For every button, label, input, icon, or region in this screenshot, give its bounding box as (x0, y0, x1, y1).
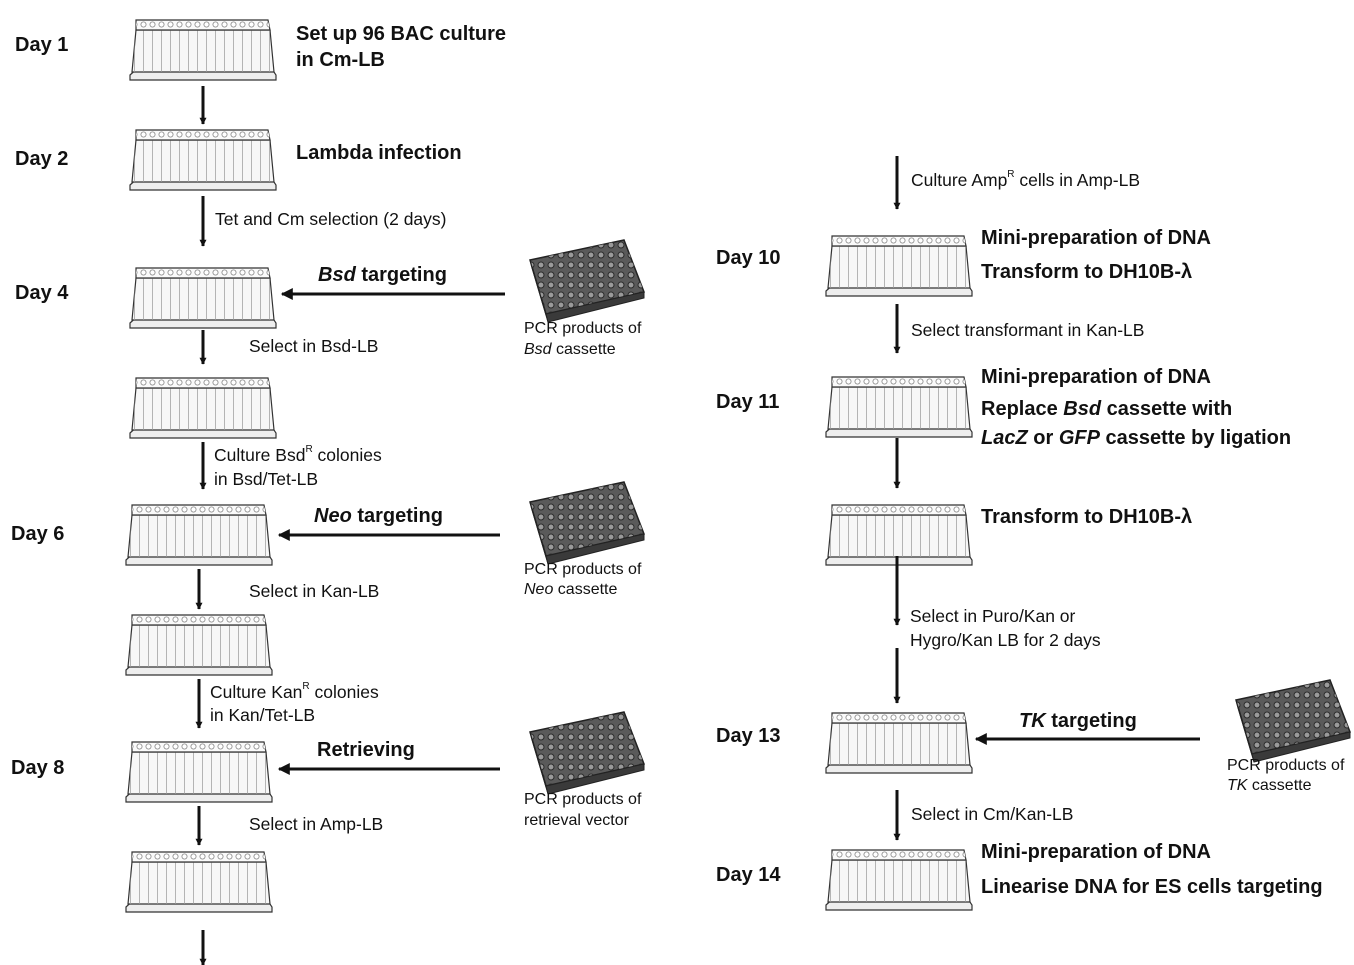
step-retrieving: Retrieving (317, 739, 415, 761)
step-setup-line1: Set up 96 BAC culture (296, 23, 507, 45)
note-select-amp: Select in Amp-LB (249, 814, 384, 834)
step-day11-miniprep: Mini-preparation of DNA (981, 366, 1211, 388)
plate-day1 (129, 19, 277, 81)
step-day14-linearise: Linearise DNA for ES cells targeting (981, 876, 1323, 898)
plate-day2 (129, 129, 277, 191)
step-lambda: Lambda infection (296, 142, 462, 164)
note-select-puro-line1: Select in Puro/Kan or (910, 606, 1076, 626)
day-14-label: Day 14 (716, 864, 781, 886)
day-8-label: Day 8 (11, 757, 65, 779)
pcr-plate-tk (1235, 679, 1351, 763)
note-select-puro-line2: Hygro/Kan LB for 2 days (910, 630, 1101, 650)
note-culture-bsd: Culture BsdR colonies (214, 444, 382, 465)
day-6-label: Day 6 (11, 523, 65, 545)
note-in-kan-tet: in Kan/Tet-LB (210, 705, 316, 725)
note-in-bsd-tet: in Bsd/Tet-LB (214, 469, 319, 489)
step-transform: Transform to DH10B-λ (981, 506, 1193, 528)
day-11-label: Day 11 (716, 391, 780, 413)
plate-day10 (825, 235, 973, 297)
plate-kan-select (125, 614, 273, 676)
plate-day11 (825, 376, 973, 438)
pcr-neo-caption-line1: PCR products of (524, 561, 642, 578)
plate-day14 (825, 849, 973, 911)
neo-gene-name: Neo (314, 505, 352, 527)
day-2-label: Day 2 (15, 148, 69, 170)
step-day10-transform: Transform to DH10B-λ (981, 261, 1193, 283)
note-tet-cm-selection: Tet and Cm selection (2 days) (215, 209, 447, 229)
plate-bsd-select (129, 377, 277, 439)
day-4-label: Day 4 (15, 282, 69, 304)
day-1-label: Day 1 (15, 34, 69, 56)
step-day10-miniprep: Mini-preparation of DNA (981, 227, 1211, 249)
step-day11-ligation: LacZ or GFP cassette by ligation (981, 427, 1292, 449)
pcr-plate-retrieval (529, 711, 645, 795)
plate-transform (825, 504, 973, 566)
step-bsd-targeting: Bsd targeting (318, 264, 447, 286)
plate-day8 (125, 741, 273, 803)
note-select-kan: Select in Kan-LB (249, 581, 380, 601)
note-select-cm-kan: Select in Cm/Kan-LB (911, 804, 1074, 824)
note-select-transformant: Select transformant in Kan-LB (911, 320, 1145, 340)
step-day11-replace: Replace Bsd cassette with (981, 398, 1233, 420)
plate-day4 (129, 267, 277, 329)
plate-day6 (125, 504, 273, 566)
pcr-retrieval-caption-line1: PCR products of (524, 791, 642, 808)
pcr-plate-bsd (529, 239, 645, 323)
pcr-bsd-caption-line2: Bsd cassette (524, 341, 616, 358)
pcr-plate-neo (529, 481, 645, 565)
note-culture-amp: Culture AmpR cells in Amp-LB (911, 169, 1140, 190)
pcr-retrieval-caption-line2: retrieval vector (524, 812, 629, 829)
day-13-label: Day 13 (716, 725, 781, 747)
note-select-bsd: Select in Bsd-LB (249, 336, 379, 356)
plate-amp-select (125, 851, 273, 913)
pcr-tk-caption-line1: PCR products of (1227, 757, 1345, 774)
bsd-gene-name: Bsd (318, 264, 356, 286)
pcr-bsd-caption-line1: PCR products of (524, 320, 642, 337)
step-day14-miniprep: Mini-preparation of DNA (981, 841, 1211, 863)
day-10-label: Day 10 (716, 247, 781, 269)
pcr-tk-caption-line2: TK cassette (1227, 777, 1312, 794)
step-neo-targeting: Neo targeting (314, 505, 443, 527)
step-setup-line2: in Cm-LB (296, 49, 385, 71)
note-culture-kan: Culture KanR colonies (210, 681, 379, 702)
plate-day13 (825, 712, 973, 774)
tk-gene-name: TK (1019, 710, 1046, 732)
step-tk-targeting: TK targeting (1019, 710, 1137, 732)
pcr-neo-caption-line2: Neo cassette (524, 581, 618, 598)
